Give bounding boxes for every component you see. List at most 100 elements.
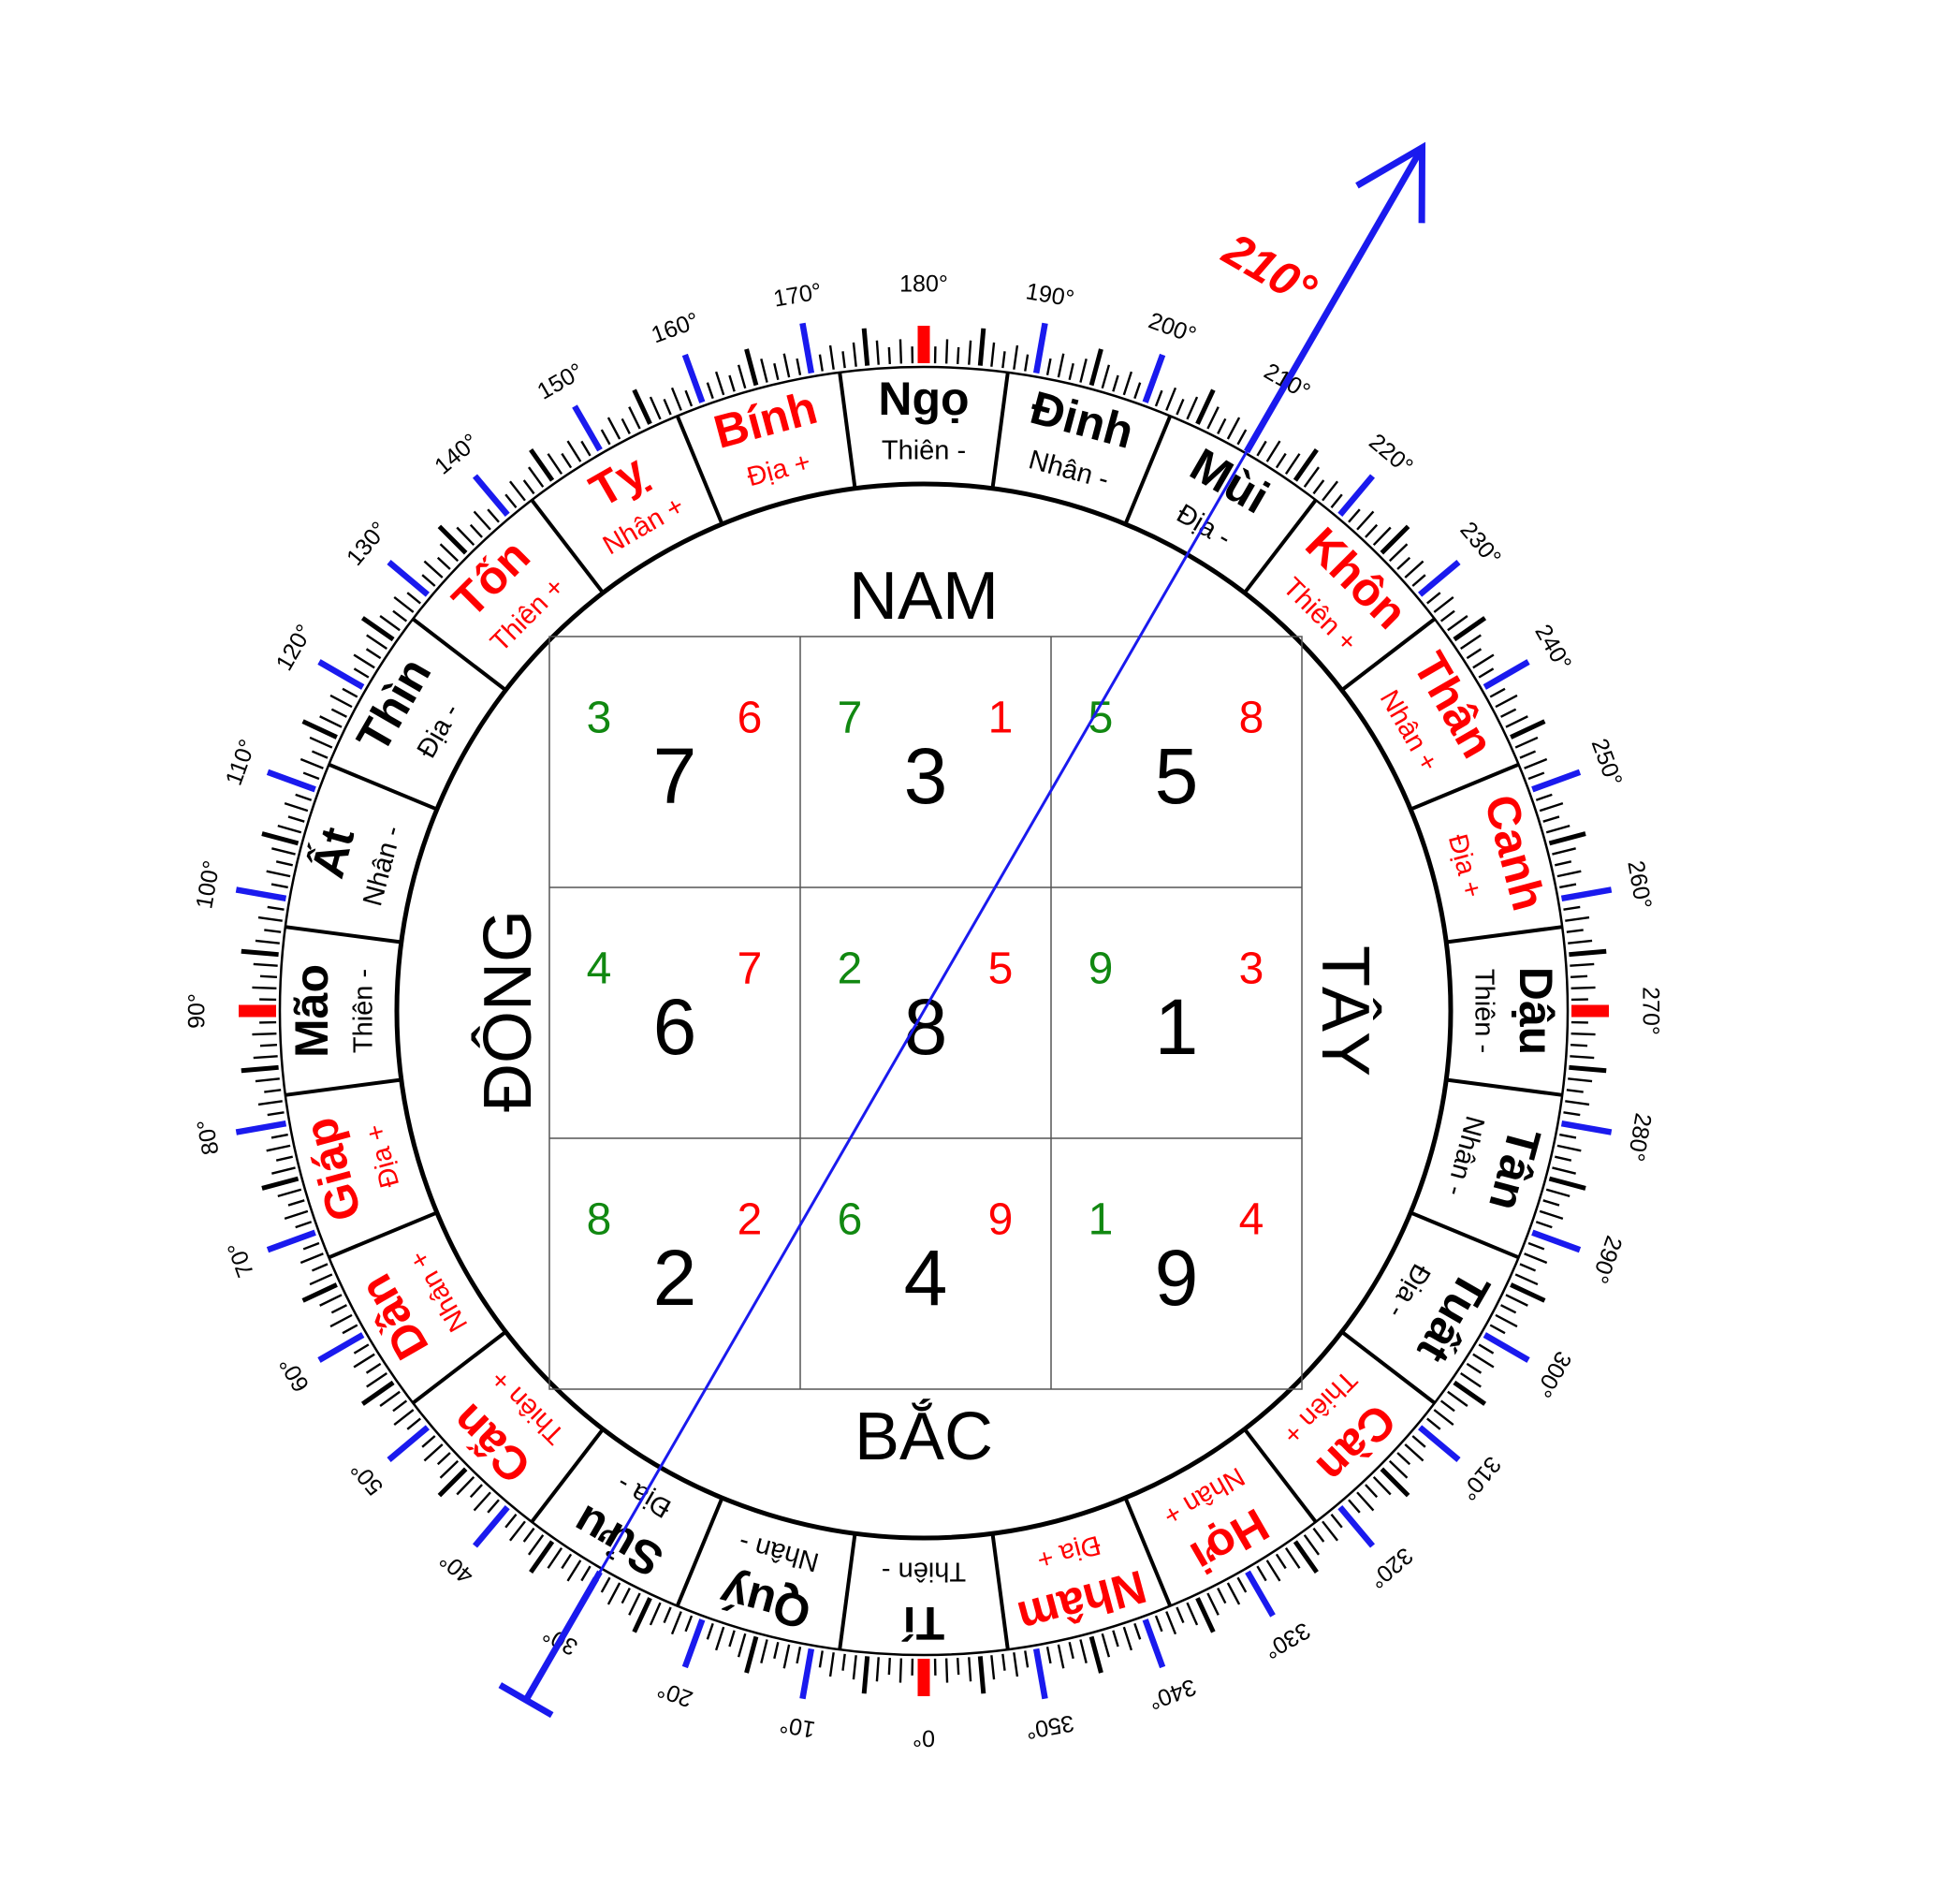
degree-tick bbox=[1154, 1615, 1163, 1633]
degree-label: 240° bbox=[1529, 620, 1576, 675]
degree-tick bbox=[264, 929, 282, 933]
degree-tick bbox=[606, 417, 621, 440]
degree-tick bbox=[1284, 1547, 1301, 1569]
degree-tick bbox=[632, 1597, 652, 1633]
degree-tick bbox=[898, 339, 903, 364]
degree-tick bbox=[1510, 719, 1546, 740]
degree-tick bbox=[1527, 771, 1545, 781]
mountain-name: Ngọ bbox=[878, 373, 969, 425]
degree-tick bbox=[760, 1639, 768, 1663]
degree-tick bbox=[1101, 1633, 1111, 1658]
cell-water-star: 1 bbox=[988, 694, 1014, 743]
degree-tick bbox=[301, 719, 338, 740]
degree-tick bbox=[957, 346, 960, 365]
degree-ticks bbox=[235, 322, 1613, 1700]
degree-tick bbox=[1570, 1055, 1595, 1060]
degree-tick bbox=[1519, 1263, 1537, 1272]
cell-water-star: 8 bbox=[1239, 694, 1264, 743]
degree-tick bbox=[1404, 560, 1424, 579]
degree-tick bbox=[852, 342, 857, 367]
degree-label: 280° bbox=[1622, 1111, 1657, 1164]
degree-tick bbox=[1045, 358, 1052, 375]
cell-main-star: 1 bbox=[1155, 983, 1199, 1071]
degree-tick bbox=[1568, 939, 1593, 945]
degree-tick bbox=[1483, 659, 1530, 690]
degree-tick bbox=[1495, 1313, 1518, 1328]
degree-tick bbox=[271, 847, 296, 856]
degree-tick bbox=[1447, 614, 1468, 632]
degree-tick bbox=[365, 1362, 382, 1374]
mountain-divider bbox=[1410, 1210, 1520, 1260]
degree-tick bbox=[1079, 359, 1088, 383]
degree-tick bbox=[275, 860, 294, 867]
degree-tick bbox=[1303, 1534, 1321, 1556]
degree-tick bbox=[317, 1332, 365, 1363]
cell-main-star: 6 bbox=[653, 983, 697, 1071]
degree-tick bbox=[1478, 1343, 1495, 1355]
cell-mountain-star: 1 bbox=[1088, 1195, 1114, 1245]
degree-tick bbox=[1556, 1144, 1582, 1152]
mountain-divider bbox=[328, 1210, 438, 1260]
degree-tick bbox=[1013, 1652, 1019, 1677]
degree-tick bbox=[1356, 510, 1375, 531]
mountain-divider bbox=[838, 372, 857, 490]
degree-tick bbox=[663, 1606, 672, 1624]
degree-tick bbox=[1165, 1611, 1177, 1635]
degree-tick bbox=[1478, 667, 1495, 679]
degree-tick bbox=[841, 351, 846, 369]
degree-tick bbox=[261, 831, 299, 846]
mountain-divider bbox=[1243, 498, 1318, 594]
degree-label: 110° bbox=[221, 736, 261, 788]
direction-east-label: ĐÔNG bbox=[471, 910, 546, 1112]
degree-tick bbox=[1348, 508, 1361, 523]
degree-label: 350° bbox=[1024, 1709, 1076, 1744]
degree-tick bbox=[295, 793, 313, 801]
cell-water-star: 3 bbox=[1239, 945, 1264, 994]
degree-tick bbox=[267, 905, 285, 911]
mountain-divider bbox=[1445, 925, 1563, 945]
degree-tick bbox=[365, 648, 382, 660]
degree-tick bbox=[302, 771, 320, 781]
degree-label: 90° bbox=[184, 993, 211, 1029]
degree-tick bbox=[684, 389, 694, 407]
degree-label: 310° bbox=[1454, 1451, 1506, 1505]
mountain-name: Canh bbox=[1474, 789, 1555, 915]
degree-tick bbox=[1032, 322, 1048, 374]
cell-main-star: 7 bbox=[653, 732, 697, 820]
degree-tick bbox=[1514, 736, 1539, 749]
degree-tick bbox=[621, 1588, 631, 1604]
degree-tick bbox=[1206, 406, 1220, 430]
degree-tick bbox=[1483, 1332, 1530, 1363]
degree-tick bbox=[1337, 474, 1376, 517]
degree-tick bbox=[1001, 1653, 1006, 1671]
degree-tick bbox=[241, 948, 279, 958]
degree-tick bbox=[439, 543, 460, 563]
degree-tick bbox=[1542, 815, 1560, 823]
direction-west-label: TÂY bbox=[1308, 945, 1382, 1076]
degree-tick bbox=[1024, 1650, 1030, 1668]
degree-tick bbox=[366, 1371, 387, 1388]
degree-tick bbox=[760, 359, 768, 383]
degree-tick bbox=[744, 1635, 759, 1674]
cell-mountain-star: 9 bbox=[1088, 945, 1114, 994]
degree-tick bbox=[277, 824, 302, 834]
degree-tick bbox=[1165, 387, 1177, 411]
degree-tick bbox=[301, 1282, 338, 1303]
mountain-divider bbox=[1123, 1497, 1173, 1607]
degree-tick bbox=[287, 1199, 305, 1207]
degree-label: 230° bbox=[1454, 517, 1506, 571]
degree-tick bbox=[270, 883, 288, 889]
degree-tick bbox=[266, 1229, 316, 1253]
degree-tick bbox=[284, 801, 309, 813]
degree-tick bbox=[706, 382, 714, 400]
degree-tick bbox=[1569, 1064, 1607, 1074]
cell-main-star: 3 bbox=[904, 732, 948, 820]
degree-tick bbox=[1426, 1417, 1441, 1430]
degree-tick bbox=[1570, 974, 1588, 978]
degree-tick bbox=[266, 870, 291, 878]
facing-arrow-shaft bbox=[1243, 145, 1425, 454]
grid-border bbox=[548, 636, 1303, 1390]
degree-tick bbox=[944, 339, 949, 364]
degree-tick bbox=[1057, 353, 1065, 378]
degree-label: 340° bbox=[1145, 1674, 1199, 1715]
